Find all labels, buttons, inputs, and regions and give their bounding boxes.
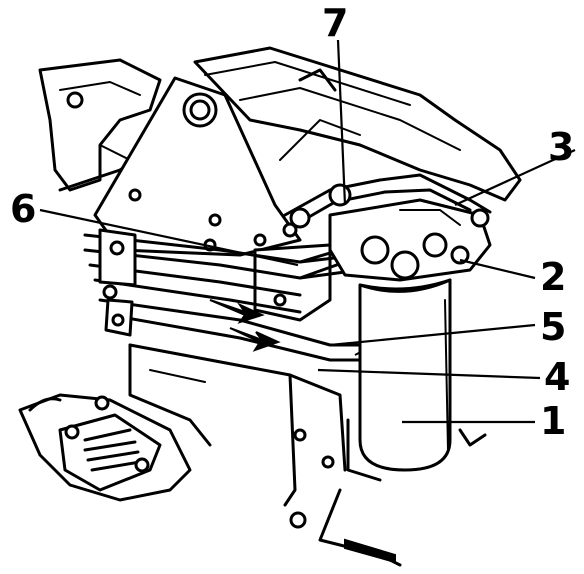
leader-3: [454, 149, 576, 206]
leader-4: [317, 368, 541, 380]
callout-1: 1: [540, 399, 566, 443]
inspection-cover: [18, 393, 192, 502]
top-fittings: [282, 173, 492, 238]
support-leg: [318, 428, 487, 567]
callout-4: 4: [544, 355, 570, 399]
fuel-pipes: [83, 228, 382, 362]
leader-2: [459, 258, 536, 280]
engine-base: [128, 343, 347, 529]
callout-5: 5: [540, 305, 566, 349]
callout-7: 7: [322, 1, 348, 45]
lower-plate: [253, 243, 332, 322]
callout-labels: 1 2 3 4 5 6 7: [10, 1, 574, 443]
valve-cover: [193, 46, 522, 202]
callout-3: 3: [548, 125, 574, 169]
leader-5: [329, 323, 536, 347]
filter-head: [328, 198, 492, 282]
leader-7: [336, 39, 347, 206]
pipe-clamp: [98, 228, 137, 337]
callout-6: 6: [10, 187, 36, 231]
leader-lines: [39, 39, 576, 424]
callout-2: 2: [540, 255, 566, 299]
leader-6: [39, 208, 299, 267]
mounting-bracket: [93, 76, 302, 257]
filter-canister: [346, 278, 452, 482]
